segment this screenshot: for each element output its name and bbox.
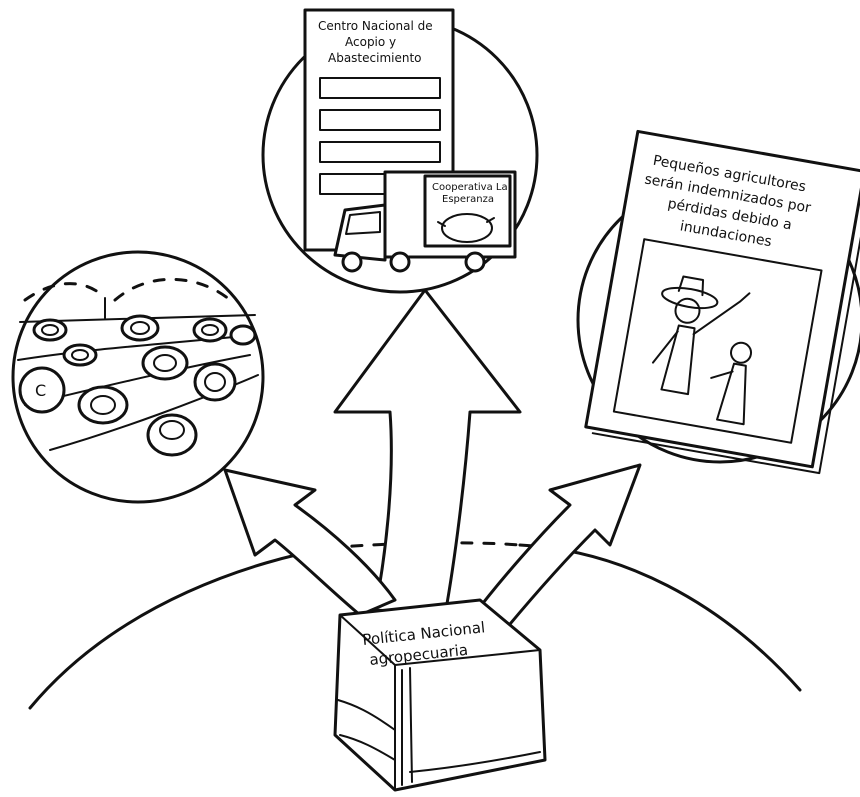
arrow-right (468, 463, 642, 632)
building-sign-line2: Acopio y (345, 35, 396, 49)
delivery-truck-icon: Cooperativa La Esperanza (333, 170, 517, 273)
truck-sign-line1: Cooperativa La (432, 182, 508, 193)
truck-sign-line2: Esperanza (442, 194, 494, 205)
newspaper-bubble: Pequeños agricultores serán indemnizados… (576, 129, 860, 475)
policy-book: Política Nacional agropecuaria (333, 598, 547, 792)
crop-field-bubble: C (11, 250, 265, 504)
pig-icon (441, 213, 493, 243)
building-sign-line3: Abastecimiento (328, 51, 422, 65)
farmer-figure (651, 275, 753, 426)
marker-circle (18, 366, 66, 414)
collection-center-bubble: Centro Nacional de Acopio y Abastecimien… (261, 8, 539, 294)
building-sign-line1: Centro Nacional de (318, 19, 433, 33)
arrow-left (223, 468, 397, 617)
arrow-up (333, 288, 522, 617)
newspaper: Pequeños agricultores serán indemnizados… (584, 129, 860, 475)
marker-letter: C (35, 381, 46, 400)
farmers-photo (612, 238, 823, 444)
cabbage-plants (32, 314, 257, 457)
